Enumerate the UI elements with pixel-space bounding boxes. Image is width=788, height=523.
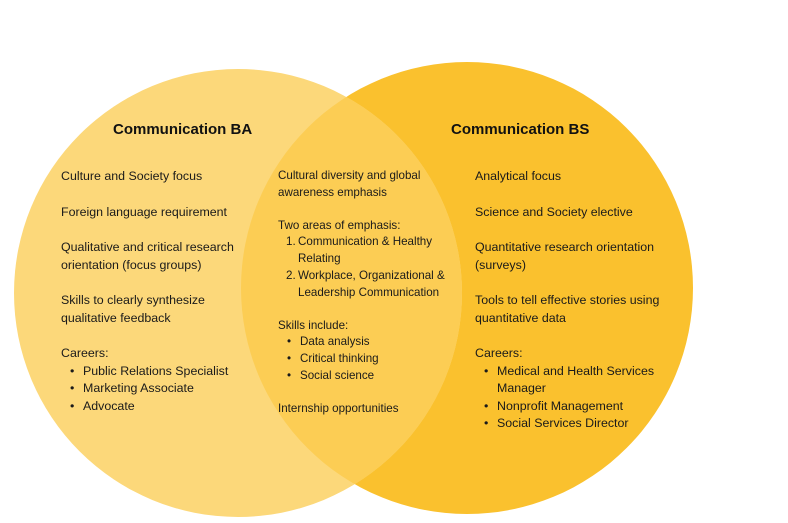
skills-label: Skills include: [278, 318, 349, 332]
skill-item: Critical thinking [278, 351, 450, 368]
left-careers-label: Careers: [61, 346, 109, 360]
emphasis-item: 2.Workplace, Organizational & Leadership… [286, 268, 445, 299]
left-content: Culture and Society focus Foreign langua… [61, 168, 251, 415]
left-item: Culture and Society focus [61, 169, 203, 183]
right-career-item: Medical and Health Services Manager [475, 363, 675, 398]
skills-list: Data analysis Critical thinking Social s… [278, 334, 450, 384]
left-item: Qualitative and critical research orient… [61, 240, 234, 272]
middle-item: Internship opportunities [278, 401, 399, 415]
right-item: Science and Society elective [475, 204, 633, 219]
emphasis-list: 1.Communication & Healthy Relating 2.Wor… [278, 234, 450, 301]
left-career-item: Advocate [61, 398, 251, 416]
right-careers-label: Careers: [475, 346, 523, 360]
left-career-item: Marketing Associate [61, 380, 251, 398]
right-item: Analytical focus [475, 169, 562, 183]
emphasis-label: Two areas of emphasis: [278, 218, 401, 232]
right-career-item: Nonprofit Management [475, 398, 675, 416]
middle-content: Cultural diversity and global awareness … [278, 168, 450, 418]
skill-item: Social science [278, 368, 450, 385]
right-careers-list: Medical and Health Services Manager Nonp… [475, 363, 675, 433]
overlap-region [241, 69, 462, 514]
right-title: Communication BS [451, 121, 590, 138]
emphasis-item: 1.Communication & Healthy Relating [286, 235, 433, 266]
right-career-item: Social Services Director [475, 415, 675, 433]
right-item: Tools to tell effective stories using qu… [475, 293, 660, 325]
left-title: Communication BA [113, 121, 253, 138]
right-item: Quantitative research orientation (surve… [475, 240, 655, 272]
left-item: Skills to clearly synthesize qualitative… [61, 293, 205, 325]
left-item: Foreign language requirement [61, 204, 228, 219]
left-careers-list: Public Relations Specialist Marketing As… [61, 363, 251, 416]
middle-item: Cultural diversity and global awareness … [278, 169, 421, 199]
skill-item: Data analysis [278, 334, 450, 351]
right-content: Analytical focus Science and Society ele… [475, 168, 675, 433]
left-career-item: Public Relations Specialist [61, 363, 251, 381]
